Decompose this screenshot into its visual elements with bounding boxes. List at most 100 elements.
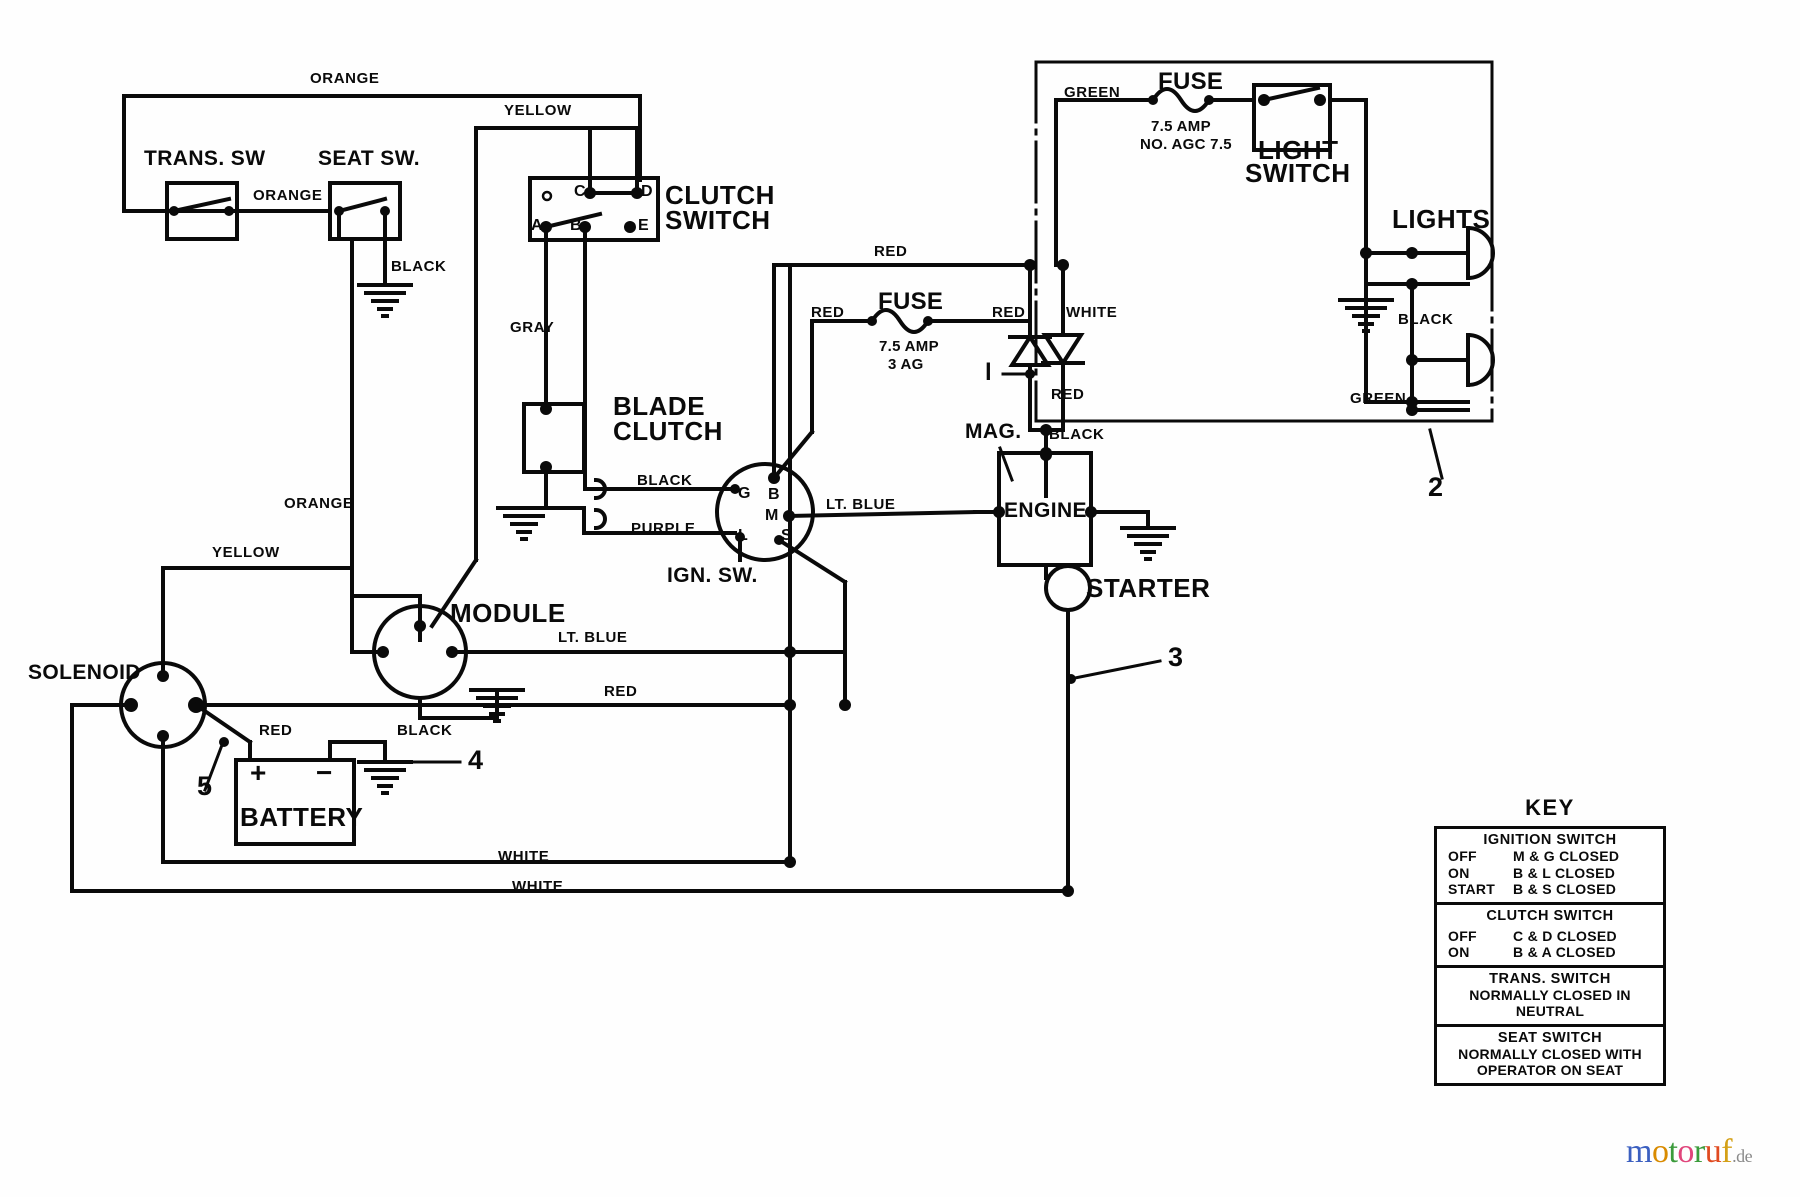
clutch-terminal-e: E	[638, 217, 649, 234]
ign-terminal-g: G	[738, 485, 751, 502]
solenoid-label: SOLENOID	[28, 661, 141, 684]
ign-terminal-b: B	[768, 486, 780, 503]
wire-label-red-bottom: RED	[604, 683, 638, 700]
key-note: NORMALLY CLOSED WITH	[1458, 1045, 1642, 1062]
light-fuse-rating: 7.5 AMP	[1151, 118, 1211, 135]
key-note: OPERATOR ON SEAT	[1476, 1062, 1624, 1079]
key-table: IGNITION SWITCH OFF M & G CLOSED ON B & …	[1434, 826, 1666, 1086]
main-fuse-label: FUSE	[878, 288, 944, 315]
key-condition: C & D CLOSED	[1513, 927, 1617, 944]
wire-label-orange-left: ORANGE	[284, 495, 354, 512]
callout-2: 2	[1428, 472, 1444, 502]
wire-label-white-bottom: WHITE	[512, 878, 564, 895]
wire-label-black-mag: BLACK	[1049, 426, 1105, 443]
lights-label: LIGHTS	[1392, 204, 1491, 234]
starter-label: STARTER	[1086, 573, 1211, 603]
clutch-switch-label-2: SWITCH	[665, 205, 771, 235]
wire-label-green-lights: GREEN	[1350, 390, 1407, 407]
light-switch-box	[1252, 83, 1332, 152]
key-condition: M & G CLOSED	[1513, 848, 1620, 864]
trans-switch-label: TRANS. SW	[144, 147, 266, 170]
ign-terminal-l: L	[738, 527, 749, 544]
clutch-terminal-c: C	[574, 183, 586, 200]
key-note: NEUTRAL	[1515, 1003, 1585, 1020]
battery-negative-label: −	[316, 757, 333, 788]
clutch-switch-box	[528, 176, 660, 242]
wire-label-ltblue-module: LT. BLUE	[558, 629, 628, 646]
key-row: START B & S CLOSED	[1441, 881, 1659, 898]
wire-label-orange-mid: ORANGE	[253, 187, 323, 204]
battery-positive-label: +	[250, 757, 267, 788]
main-fuse-part: 3 AG	[888, 356, 924, 373]
blade-clutch-label-1: BLADE	[613, 391, 706, 421]
key-state: OFF	[1448, 927, 1477, 944]
watermark: motoruf.de	[1626, 1133, 1753, 1170]
light-switch-label-2: SWITCH	[1245, 158, 1351, 188]
ign-switch-label: IGN. SW.	[667, 564, 758, 587]
wire-label-orange-top: ORANGE	[310, 70, 380, 87]
key-section-trans: TRANS. SWITCH NORMALLY CLOSED IN NEUTRAL	[1437, 968, 1663, 1027]
key-title: KEY	[1525, 795, 1575, 820]
module-label: MODULE	[450, 598, 566, 628]
key-section-ignition: IGNITION SWITCH OFF M & G CLOSED ON B & …	[1437, 829, 1663, 905]
wire-label-black-lights: BLACK	[1398, 311, 1454, 328]
key-section-clutch: CLUTCH SWITCH OFF C & D CLOSED ON B & A …	[1437, 905, 1663, 968]
wire-label-white-mid: WHITE	[498, 848, 550, 865]
starter-circle	[1044, 564, 1092, 612]
ign-switch-circle	[715, 462, 815, 562]
battery-label: BATTERY	[240, 802, 364, 832]
engine-label: ENGINE	[1004, 499, 1087, 522]
key-condition: B & S CLOSED	[1513, 881, 1617, 898]
wire-ltblue-m	[786, 509, 978, 519]
key-section-title: IGNITION SWITCH	[1483, 832, 1617, 848]
callout-5: 5	[197, 771, 213, 801]
key-section-title: SEAT SWITCH	[1497, 1029, 1603, 1046]
key-row: ON B & A CLOSED	[1441, 944, 1659, 961]
seat-switch-box	[328, 181, 402, 241]
battery-box	[234, 758, 356, 846]
main-fuse-rating: 7.5 AMP	[879, 338, 939, 355]
light-fuse-label: FUSE	[1158, 68, 1224, 95]
wire-yellow-to-module	[429, 557, 479, 629]
key-row: OFF C & D CLOSED	[1441, 928, 1659, 945]
blade-clutch-label-2: CLUTCH	[613, 416, 723, 446]
clutch-terminal-d: D	[641, 183, 653, 200]
ign-terminal-s: S	[781, 527, 792, 544]
callout-3: 3	[1168, 642, 1184, 672]
wire-label-ltblue-ign: LT. BLUE	[826, 496, 896, 513]
wire-label-white-diode: WHITE	[1066, 304, 1118, 321]
key-legend: KEY IGNITION SWITCH OFF M & G CLOSED ON …	[1434, 795, 1666, 1086]
key-state: ON	[1448, 944, 1470, 961]
key-row: OFF M & G CLOSED	[1441, 848, 1659, 865]
callout-4: 4	[468, 745, 484, 775]
key-row: ON B & L CLOSED	[1441, 865, 1659, 882]
wire-label-black-ign: BLACK	[637, 472, 693, 489]
key-section-title: CLUTCH SWITCH	[1486, 907, 1614, 924]
seat-switch-label: SEAT SW.	[318, 147, 420, 170]
wire-label-red-top: RED	[874, 243, 908, 260]
wire-label-gray: GRAY	[510, 319, 555, 336]
callout-1: l	[985, 359, 992, 386]
wire-label-red-solenoid: RED	[259, 722, 293, 739]
wire-label-yellow-left: YELLOW	[212, 544, 280, 561]
wire-label-black-battery: BLACK	[397, 722, 453, 739]
wire-label-black-seat: BLACK	[391, 258, 447, 275]
key-condition: B & L CLOSED	[1513, 864, 1616, 881]
key-state: START	[1448, 881, 1496, 898]
wire-label-red-fuse: RED	[811, 304, 845, 321]
key-section-seat: SEAT SWITCH NORMALLY CLOSED WITH OPERATO…	[1437, 1027, 1663, 1083]
wire-label-purple: PURPLE	[631, 520, 696, 537]
wire-label-red-mag: RED	[1051, 386, 1085, 403]
key-section-title: TRANS. SWITCH	[1489, 970, 1611, 987]
blade-clutch-box	[522, 402, 586, 474]
wire-label-red-diode: RED	[992, 304, 1026, 321]
key-state: OFF	[1448, 848, 1477, 864]
wire-label-yellow-top: YELLOW	[504, 102, 572, 119]
key-note: NORMALLY CLOSED IN	[1469, 986, 1631, 1003]
key-state: ON	[1448, 864, 1470, 881]
magneto-label: MAG.	[965, 420, 1022, 443]
light-switch-label-1: LIGHT	[1258, 135, 1339, 165]
clutch-switch-label-1: CLUTCH	[665, 180, 775, 210]
